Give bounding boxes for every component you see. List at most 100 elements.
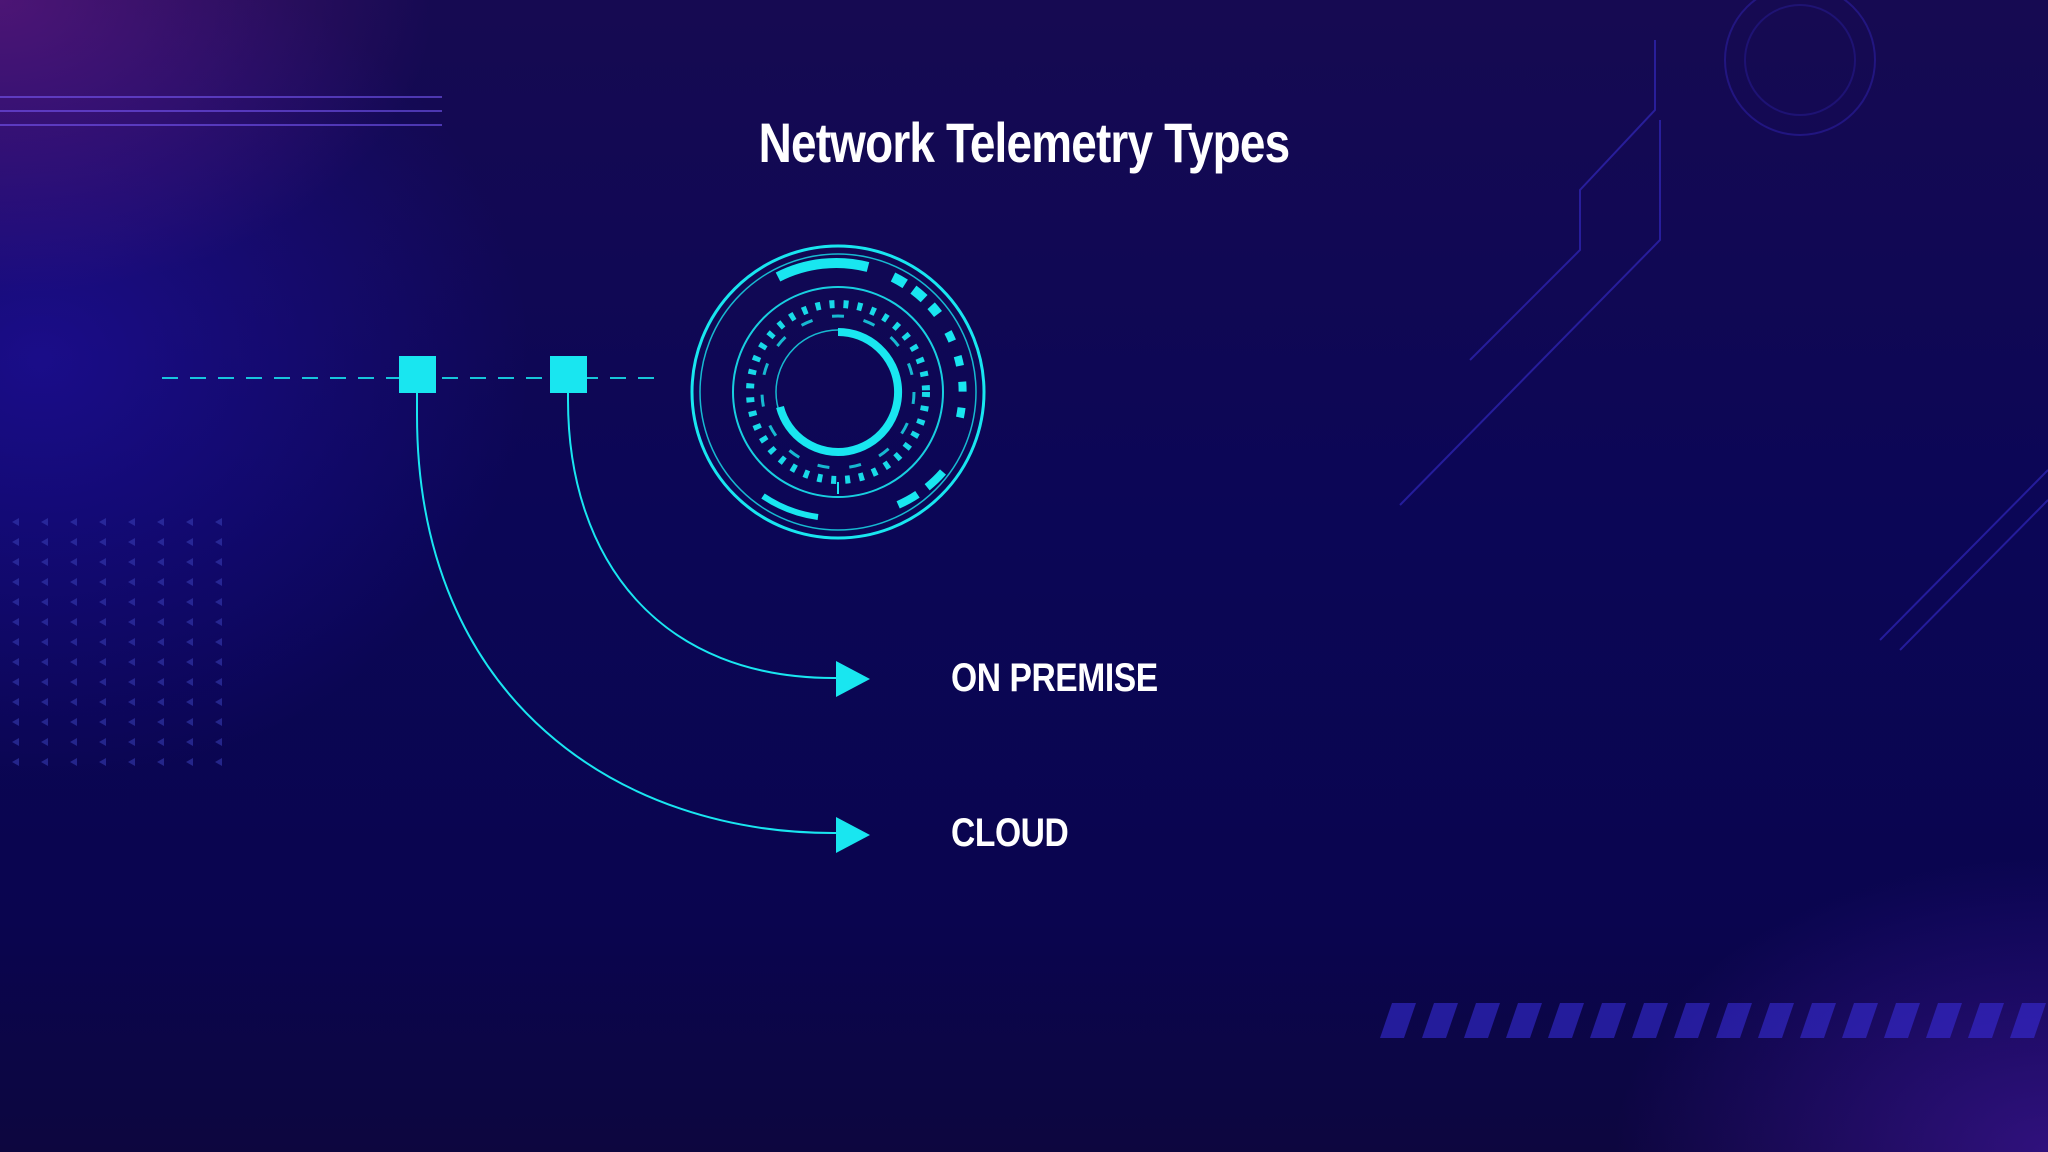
grid-triangle xyxy=(41,538,48,546)
grid-triangle xyxy=(70,598,77,606)
grid-triangle xyxy=(157,518,164,526)
grid-triangle xyxy=(12,518,19,526)
grid-triangle xyxy=(99,598,106,606)
grid-triangle xyxy=(215,618,222,626)
grid-triangle xyxy=(41,558,48,566)
grid-triangle xyxy=(12,538,19,546)
grid-triangle xyxy=(12,618,19,626)
grid-triangle xyxy=(186,558,193,566)
grid-triangle xyxy=(70,738,77,746)
grid-triangle xyxy=(41,618,48,626)
grid-triangle xyxy=(128,618,135,626)
grid-triangle xyxy=(12,678,19,686)
grid-triangle xyxy=(41,638,48,646)
grid-triangle xyxy=(70,578,77,586)
grid-triangle xyxy=(157,698,164,706)
grid-triangle xyxy=(12,718,19,726)
hazard-stripe xyxy=(1884,1003,1920,1038)
grid-triangle xyxy=(70,718,77,726)
grid-triangle xyxy=(70,558,77,566)
grid-triangle xyxy=(215,718,222,726)
grid-triangle xyxy=(157,658,164,666)
grid-triangle xyxy=(157,738,164,746)
grid-triangle xyxy=(215,558,222,566)
grid-triangle xyxy=(215,538,222,546)
grid-triangle xyxy=(128,638,135,646)
cloud-arrow-icon xyxy=(836,817,870,853)
cloud-label: CLOUD xyxy=(951,811,1069,855)
grid-triangle xyxy=(99,738,106,746)
grid-triangle xyxy=(12,578,19,586)
cloud-node xyxy=(399,356,436,393)
hazard-stripe xyxy=(1716,1003,1752,1038)
on-premise-curve xyxy=(567,393,839,680)
grid-triangle xyxy=(12,738,19,746)
grid-triangle xyxy=(215,658,222,666)
grid-triangle xyxy=(70,658,77,666)
grid-triangle xyxy=(12,558,19,566)
grid-triangle xyxy=(12,598,19,606)
grid-triangle xyxy=(128,678,135,686)
grid-triangle xyxy=(128,718,135,726)
grid-triangle xyxy=(99,518,106,526)
grid-triangle xyxy=(186,598,193,606)
grid-triangle xyxy=(186,618,193,626)
grid-triangle xyxy=(215,698,222,706)
hazard-stripe xyxy=(1590,1003,1626,1038)
grid-triangle xyxy=(99,698,106,706)
grid-triangle xyxy=(186,518,193,526)
grid-triangle xyxy=(128,698,135,706)
grid-triangle xyxy=(215,758,222,766)
grid-triangle xyxy=(128,578,135,586)
grid-triangle xyxy=(186,758,193,766)
grid-triangle xyxy=(70,638,77,646)
grid-triangle xyxy=(99,678,106,686)
grid-triangle xyxy=(215,598,222,606)
hazard-stripe xyxy=(1548,1003,1584,1038)
grid-triangle xyxy=(186,738,193,746)
grid-triangle xyxy=(70,758,77,766)
grid-triangle xyxy=(186,578,193,586)
circular-hud-ring-icon xyxy=(690,244,986,540)
grid-triangle xyxy=(157,678,164,686)
grid-triangle xyxy=(186,678,193,686)
grid-triangle xyxy=(70,538,77,546)
grid-triangle xyxy=(99,618,106,626)
hazard-stripe xyxy=(2010,1003,2046,1038)
on-premise-node xyxy=(550,356,587,393)
grid-triangle xyxy=(128,538,135,546)
grid-triangle xyxy=(41,578,48,586)
hazard-stripe xyxy=(1800,1003,1836,1038)
grid-triangle xyxy=(128,558,135,566)
grid-triangle xyxy=(12,658,19,666)
grid-triangle xyxy=(215,518,222,526)
grid-triangle xyxy=(128,658,135,666)
hazard-stripe xyxy=(1758,1003,1794,1038)
grid-triangle xyxy=(99,578,106,586)
grid-triangle xyxy=(99,558,106,566)
grid-triangle xyxy=(157,598,164,606)
on-premise-label: ON PREMISE xyxy=(951,656,1158,700)
grid-triangle xyxy=(41,678,48,686)
grid-triangle xyxy=(128,598,135,606)
grid-triangle xyxy=(41,518,48,526)
grid-triangle xyxy=(157,578,164,586)
grid-triangle xyxy=(70,618,77,626)
hazard-stripe xyxy=(1422,1003,1458,1038)
grid-triangle xyxy=(99,538,106,546)
hazard-stripe xyxy=(1380,1003,1416,1038)
grid-triangle xyxy=(41,758,48,766)
cloud-curve xyxy=(416,393,839,835)
grid-triangle xyxy=(186,638,193,646)
hazard-stripe xyxy=(1842,1003,1878,1038)
grid-triangle xyxy=(70,518,77,526)
hazard-stripe xyxy=(1674,1003,1710,1038)
grid-triangle xyxy=(186,538,193,546)
grid-triangle xyxy=(215,578,222,586)
hazard-stripe xyxy=(1926,1003,1962,1038)
grid-triangle xyxy=(41,698,48,706)
grid-triangle xyxy=(128,758,135,766)
hazard-stripe xyxy=(1464,1003,1500,1038)
